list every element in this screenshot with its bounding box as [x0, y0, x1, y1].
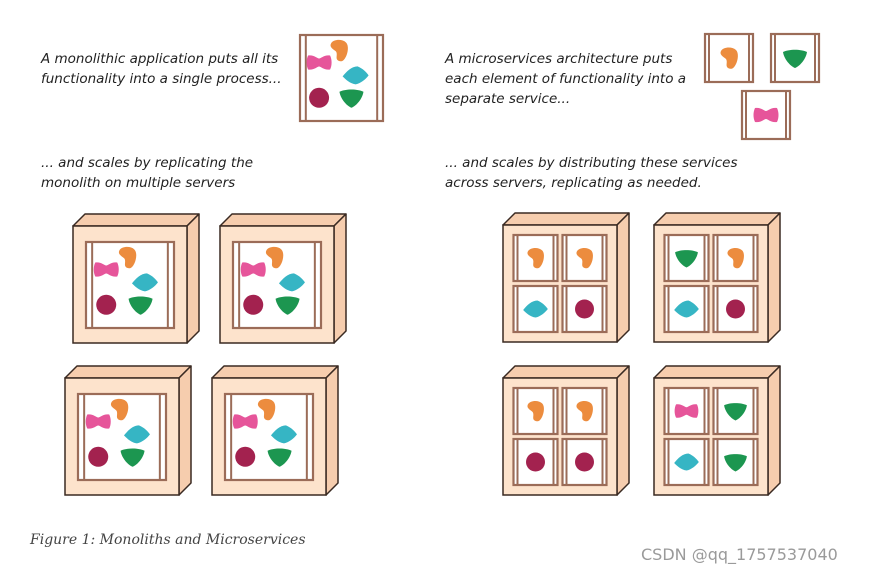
monolith-process — [76, 392, 168, 482]
teal-lozenge-icon — [523, 300, 548, 318]
green-shield-icon — [275, 296, 300, 315]
microservice-process — [561, 284, 608, 334]
monolith-process — [231, 240, 323, 330]
monolith-server — [64, 365, 192, 496]
monolith-process — [298, 33, 385, 123]
caption-line: A monolithic application puts all its — [41, 51, 279, 67]
orange-blob-icon — [527, 247, 544, 269]
maroon-circle-icon — [235, 446, 256, 467]
microservice-process — [663, 284, 710, 334]
maroon-circle-icon — [575, 299, 594, 319]
caption-line: functionality into a single process... — [41, 71, 282, 87]
caption-line: ... and scales by distributing these ser… — [445, 155, 738, 171]
orange-blob-icon — [118, 246, 137, 269]
microservice-process — [663, 233, 710, 283]
monolith-server — [211, 365, 339, 496]
caption-line: separate service... — [445, 91, 571, 107]
micro-intro-caption: A microservices architecture puts each e… — [445, 49, 686, 109]
figure-caption: Figure 1: Monoliths and Microservices — [30, 532, 306, 548]
green-shield-icon — [724, 403, 747, 421]
green-shield-icon — [120, 448, 145, 467]
pink-bowtie-icon — [753, 107, 779, 123]
orange-blob-icon — [576, 247, 593, 269]
maroon-circle-icon — [88, 446, 109, 467]
teal-lozenge-icon — [342, 66, 369, 85]
monolith-server — [219, 213, 347, 344]
micro-scale-caption: ... and scales by distributing these ser… — [445, 153, 738, 193]
teal-lozenge-icon — [131, 273, 158, 292]
microservice-process — [712, 233, 759, 283]
orange-blob-icon — [727, 247, 744, 269]
caption-line: A microservices architecture puts — [445, 51, 673, 67]
microservice-process — [663, 386, 710, 436]
microservice-process — [740, 89, 792, 141]
microservice-server — [502, 365, 630, 496]
microservice-process — [769, 32, 821, 84]
microservice-server — [653, 212, 781, 343]
monolith-scale-caption: ... and scales by replicating the monoli… — [41, 153, 253, 193]
orange-blob-icon — [720, 47, 738, 69]
orange-blob-icon — [257, 398, 276, 421]
microservice-process — [512, 233, 559, 283]
caption-line: each element of functionality into a — [445, 71, 687, 87]
microservice-process — [561, 437, 608, 487]
pink-bowtie-icon — [306, 55, 332, 70]
orange-blob-icon — [110, 398, 129, 421]
maroon-circle-icon — [575, 452, 594, 472]
green-shield-icon — [267, 448, 292, 467]
green-shield-icon — [724, 454, 747, 472]
teal-lozenge-icon — [674, 300, 699, 318]
microservice-server — [502, 212, 630, 343]
monolith-server — [72, 213, 200, 344]
pink-bowtie-icon — [93, 262, 119, 277]
microservice-process — [512, 437, 559, 487]
microservice-process — [712, 386, 759, 436]
pink-bowtie-icon — [232, 414, 258, 429]
caption-line: ... and scales by replicating the — [41, 155, 254, 171]
maroon-circle-icon — [726, 299, 745, 319]
microservice-process — [561, 233, 608, 283]
maroon-circle-icon — [526, 452, 545, 472]
teal-lozenge-icon — [270, 425, 297, 444]
microservice-process — [663, 437, 710, 487]
microservice-process — [712, 437, 759, 487]
microservice-process — [561, 386, 608, 436]
orange-blob-icon — [330, 39, 348, 62]
teal-lozenge-icon — [123, 425, 150, 444]
caption-line: monolith on multiple servers — [41, 175, 236, 191]
caption-line: across servers, replicating as needed. — [445, 175, 702, 191]
watermark: CSDN @qq_1757537040 — [641, 545, 838, 564]
pink-bowtie-icon — [240, 262, 266, 277]
orange-blob-icon — [576, 400, 593, 422]
teal-lozenge-icon — [278, 273, 305, 292]
microservice-process — [512, 386, 559, 436]
monolith-process — [84, 240, 176, 330]
pink-bowtie-icon — [674, 404, 699, 418]
green-shield-icon — [675, 250, 698, 268]
orange-blob-icon — [265, 246, 284, 269]
green-shield-icon — [128, 296, 153, 315]
green-shield-icon — [339, 89, 364, 108]
green-shield-icon — [783, 49, 807, 68]
microservice-process — [712, 284, 759, 334]
teal-lozenge-icon — [674, 453, 699, 471]
microservice-server — [653, 365, 781, 496]
monolith-process — [223, 392, 315, 482]
monolith-intro-caption: A monolithic application puts all its fu… — [41, 49, 282, 89]
maroon-circle-icon — [96, 294, 117, 315]
maroon-circle-icon — [243, 294, 264, 315]
pink-bowtie-icon — [85, 414, 111, 429]
microservice-process — [512, 284, 559, 334]
orange-blob-icon — [527, 400, 544, 422]
microservice-process — [703, 32, 755, 84]
maroon-circle-icon — [309, 87, 330, 108]
